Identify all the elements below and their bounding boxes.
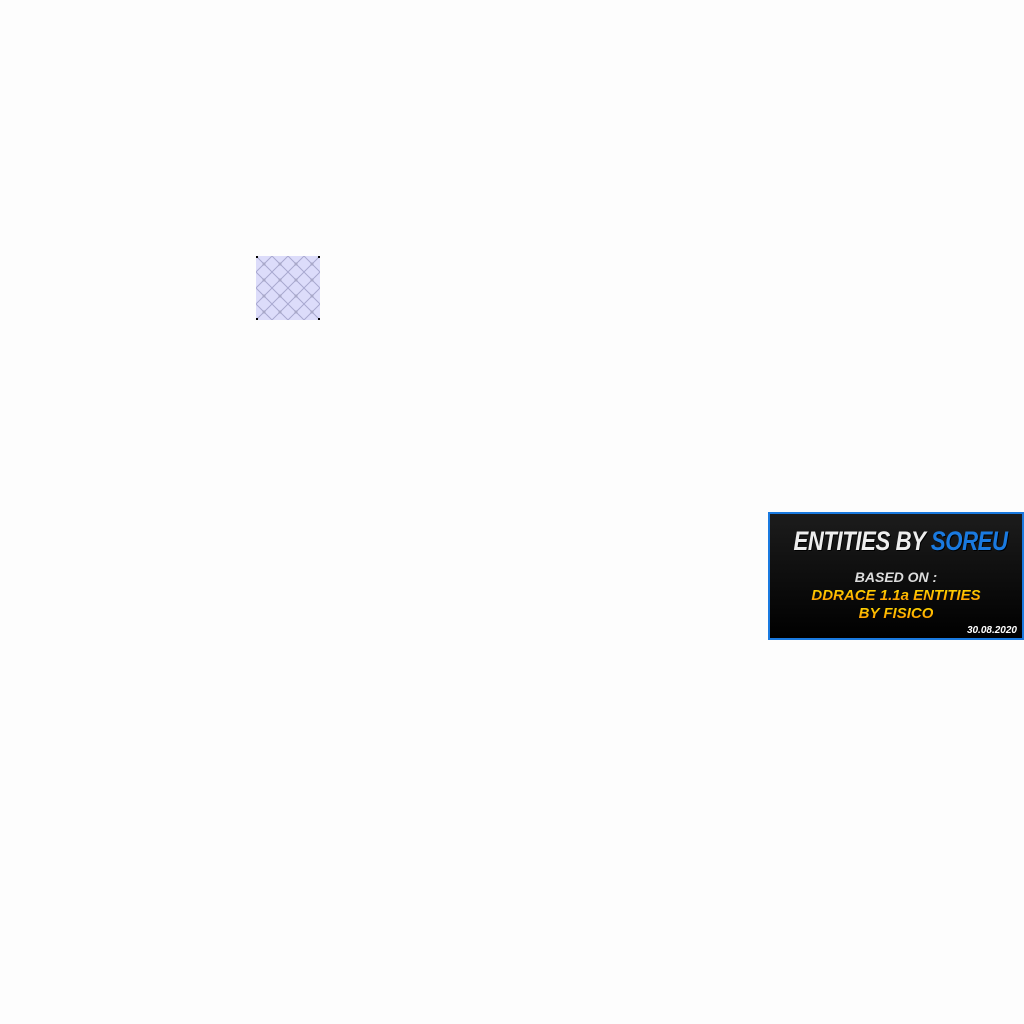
credits-banner: ENTITIES BY SOREU BASED ON : DDRACE 1.1a… (768, 512, 1024, 640)
source-line-1: DDRACE 1.1a ENTITIES (811, 587, 981, 604)
title-prefix: ENTITIES BY (793, 526, 926, 556)
based-on-row: BASED ON : (770, 568, 1022, 586)
based-on-label: BASED ON : (854, 569, 938, 585)
crosshatch-tile (256, 256, 320, 320)
banner-date: 30.08.2020 (966, 625, 1017, 636)
source-line-2: BY FISICO (858, 605, 934, 622)
author-name: SOREU (930, 526, 1008, 556)
source-row-2: BY FISICO (770, 605, 1022, 623)
banner-title: ENTITIES BY SOREU (770, 524, 1022, 558)
source-row-1: DDRACE 1.1a ENTITIES (770, 587, 1022, 605)
banner-title-line: ENTITIES BY SOREU (793, 524, 1008, 558)
